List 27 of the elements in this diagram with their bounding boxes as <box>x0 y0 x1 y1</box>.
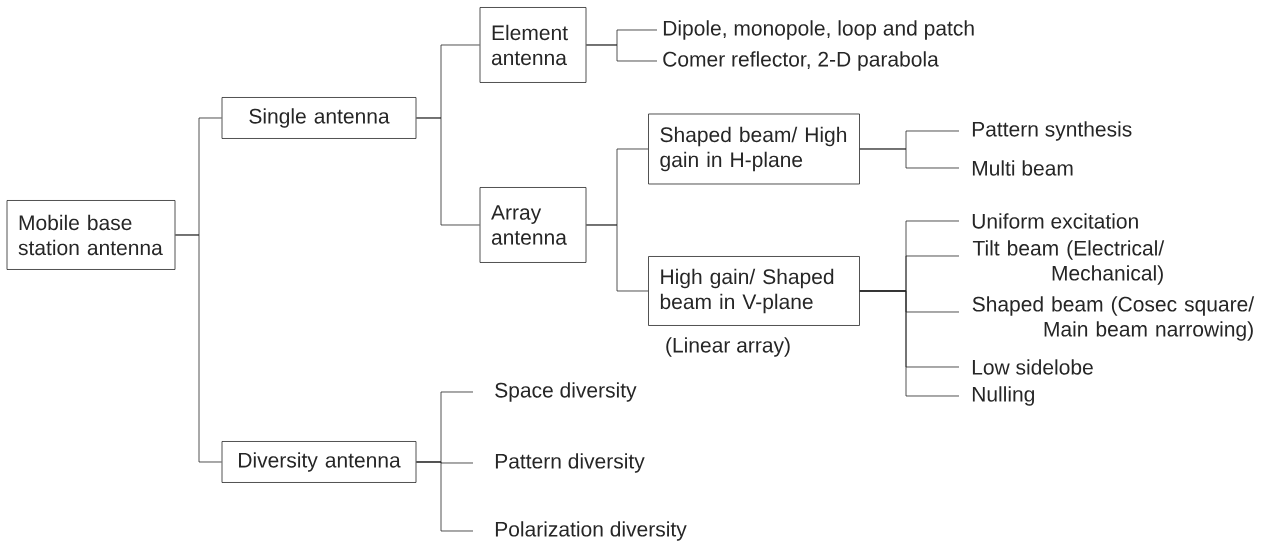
connector-line <box>586 224 649 292</box>
category-box: Shaped beam/ High gain in H-plane <box>648 113 860 185</box>
leaf-label: Low sidelobe <box>972 359 1093 375</box>
leaf-label: Pattern diversity <box>495 453 645 473</box>
connector-line <box>859 148 960 169</box>
connector-line <box>416 461 474 532</box>
connector-line <box>416 117 480 226</box>
category-box: Element antenna <box>479 7 587 83</box>
leaf-label: Tilt beam (Electrical/ Mechanical) <box>972 240 1165 285</box>
leaf-label: Uniform excitation <box>972 213 1138 229</box>
leaf-label: Dipole, monopole, loop and patch <box>663 20 974 40</box>
category-box: Diversity antenna <box>221 441 417 483</box>
leaf-label: Comer reflector, 2-D parabola <box>663 51 939 71</box>
connector-line <box>859 290 960 397</box>
leaf-label: Multi beam <box>972 160 1073 176</box>
connector-line <box>175 234 222 463</box>
category-box: Single antenna <box>221 97 417 139</box>
leaf-label: Nulling <box>972 386 1034 406</box>
leaf-label: Shaped beam (Cosec square/ Main beam narrowing) <box>972 296 1255 341</box>
category-box: High gain/ Shaped beam in V-plane <box>648 256 860 326</box>
leaf-label: Pattern synthesis <box>972 121 1132 141</box>
leaf-label: Space diversity <box>495 382 637 402</box>
category-box: Array antenna <box>479 187 587 263</box>
leaf-label: Polarization diversity <box>495 521 687 541</box>
connector-line <box>586 44 658 62</box>
category-box: Mobile base station antenna <box>6 200 176 270</box>
node-caption: (Linear array) <box>666 337 790 357</box>
